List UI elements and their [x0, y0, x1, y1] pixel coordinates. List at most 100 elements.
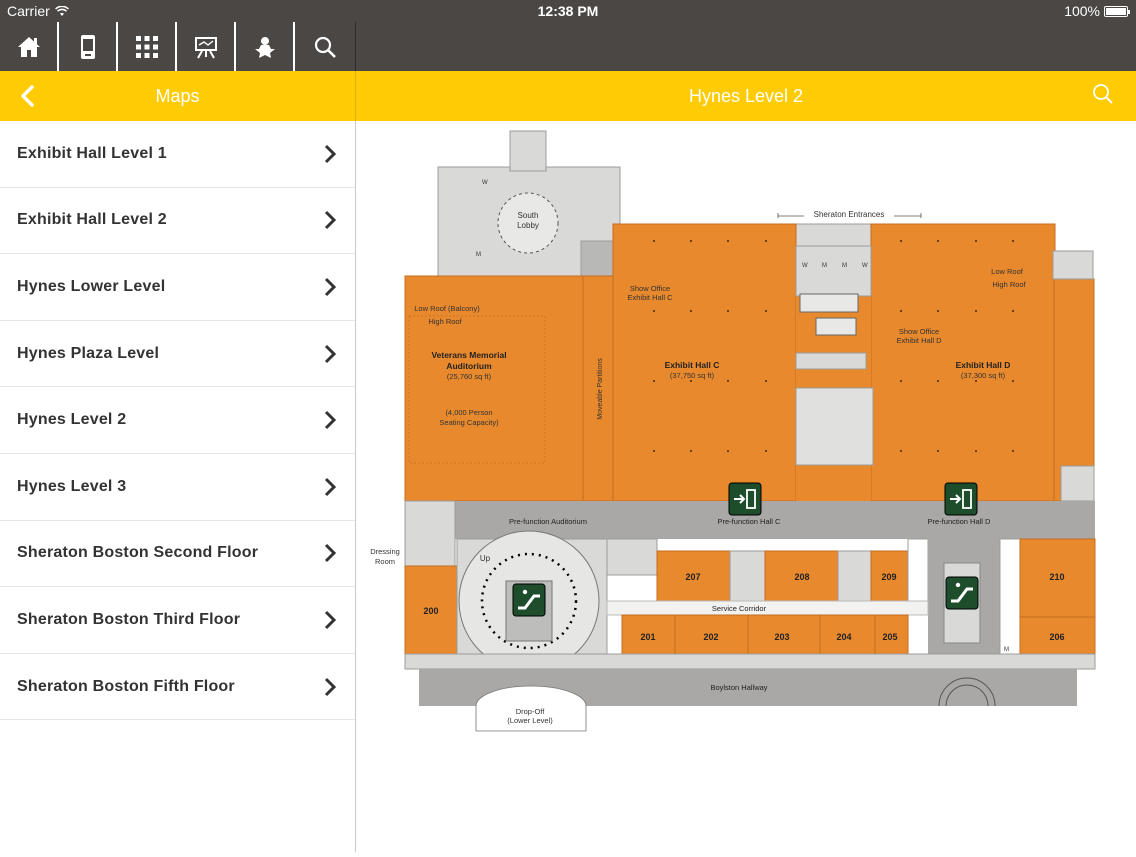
exhibitor-button[interactable] [236, 22, 295, 71]
floor-plan[interactable]: South Lobby Sheraton Entrances Low Roof … [356, 121, 1136, 852]
list-item[interactable]: Hynes Lower Level [0, 254, 355, 321]
search-icon [314, 36, 336, 58]
room-label: 201 [640, 632, 655, 642]
map-label: Exhibit Hall C [665, 360, 720, 370]
presentation-icon [194, 36, 217, 58]
sidebar-separator [355, 121, 356, 852]
sidebar-nav-bar: Maps [0, 71, 355, 121]
map-label: Pre-function Hall C [718, 517, 782, 526]
map-label: Room [375, 557, 395, 566]
room-label: 209 [881, 572, 896, 582]
south-lobby-block [437, 130, 621, 298]
map-label: Show Office [630, 284, 670, 293]
restroom-marker: M [822, 263, 827, 269]
list-item-label: Sheraton Boston Fifth Floor [17, 677, 235, 695]
chevron-right-icon [324, 677, 337, 696]
exhibitor-icon [254, 36, 275, 58]
nav-separator [355, 71, 356, 121]
list-item[interactable]: Sheraton Boston Second Floor [0, 521, 355, 588]
map-label: High Roof [428, 317, 462, 326]
room-210[interactable] [1019, 538, 1096, 618]
restroom-marker: W [482, 180, 488, 186]
chevron-left-icon [21, 85, 34, 107]
search-button[interactable] [295, 22, 354, 71]
mobile-button[interactable] [59, 22, 118, 71]
clock: 12:38 PM [537, 3, 599, 19]
maps-list: Exhibit Hall Level 1 Exhibit Hall Level … [0, 121, 355, 852]
room-200[interactable] [404, 565, 458, 655]
room-label: 204 [836, 632, 851, 642]
room-label: 207 [685, 572, 700, 582]
room-label: 200 [423, 606, 438, 616]
grid-icon [135, 35, 158, 58]
room-206[interactable] [1019, 616, 1096, 660]
list-item[interactable]: Hynes Level 2 [0, 387, 355, 454]
map-label: Low Roof [991, 267, 1024, 276]
map-label: South [518, 211, 539, 220]
escalator-icon[interactable] [512, 583, 546, 617]
list-item[interactable]: Sheraton Boston Third Floor [0, 587, 355, 654]
list-item[interactable]: Sheraton Boston Fifth Floor [0, 654, 355, 721]
map-label: Pre-function Hall D [928, 517, 992, 526]
exhibit-hall-c[interactable] [612, 223, 797, 502]
map-label: Exhibit Hall C [627, 293, 673, 302]
map-nav-bar: Hynes Level 2 [356, 71, 1136, 121]
room-label: 210 [1049, 572, 1064, 582]
exhibit-hall-d[interactable] [870, 223, 1056, 502]
top-toolbar [0, 22, 1136, 71]
map-label: Seating Capacity) [439, 418, 499, 427]
map-label: Service Corridor [712, 604, 767, 613]
chevron-right-icon [324, 477, 337, 496]
grid-button[interactable] [118, 22, 177, 71]
list-item[interactable]: Exhibit Hall Level 1 [0, 121, 355, 188]
escalator-icon[interactable] [945, 576, 979, 610]
carrier-indicator: Carrier [7, 3, 69, 19]
map-label: Exhibit Hall D [896, 336, 942, 345]
map-label: (4,000 Person [445, 408, 492, 417]
home-icon [17, 36, 40, 57]
map-label: High Roof [992, 280, 1026, 289]
chevron-right-icon [324, 610, 337, 630]
restroom-marker: M [476, 252, 481, 258]
room-label: 203 [774, 632, 789, 642]
restroom-marker: W [802, 263, 808, 269]
presentation-button[interactable] [177, 22, 236, 71]
list-item-label: Hynes Lower Level [17, 277, 166, 295]
list-item-label: Sheraton Boston Third Floor [17, 610, 241, 628]
restroom-marker: W [862, 263, 868, 269]
restroom-marker: M [1004, 647, 1009, 653]
restroom-marker: M [842, 263, 847, 269]
room-204[interactable] [819, 614, 876, 656]
chevron-right-icon [324, 411, 337, 430]
room-label: 202 [703, 632, 718, 642]
home-button[interactable] [0, 22, 59, 71]
room-203[interactable] [747, 614, 821, 656]
floor-map[interactable]: South Lobby Sheraton Entrances Low Roof … [356, 121, 1136, 852]
list-item[interactable]: Exhibit Hall Level 2 [0, 188, 355, 255]
exit-icon[interactable] [944, 482, 978, 516]
chevron-right-icon [324, 544, 337, 563]
list-item[interactable]: Hynes Plaza Level [0, 321, 355, 388]
room-205[interactable] [874, 614, 909, 656]
map-label: Drop-Off [516, 707, 546, 716]
toolbar-divider [355, 22, 356, 71]
list-item[interactable]: Hynes Level 3 [0, 454, 355, 521]
back-button[interactable] [14, 83, 40, 109]
chevron-right-icon [324, 277, 337, 297]
veterans-auditorium[interactable] [404, 275, 584, 502]
map-title: Hynes Level 2 [688, 86, 804, 106]
map-label: Exhibit Hall D [956, 360, 1011, 370]
map-label: (37,300 sq ft) [961, 371, 1006, 380]
list-item-label: Hynes Level 2 [17, 411, 127, 429]
carrier-label: Carrier [7, 3, 50, 19]
map-label: Pre-function Auditorium [509, 517, 587, 526]
map-label: (Lower Level) [507, 716, 553, 725]
wifi-icon [54, 5, 69, 16]
map-label: Dressing [370, 547, 400, 556]
exit-icon[interactable] [728, 482, 762, 516]
room-label: 206 [1049, 632, 1064, 642]
battery-icon [1104, 5, 1130, 17]
column-dots [653, 240, 1014, 452]
room-207[interactable] [656, 550, 731, 602]
map-search-button[interactable] [1092, 83, 1116, 107]
